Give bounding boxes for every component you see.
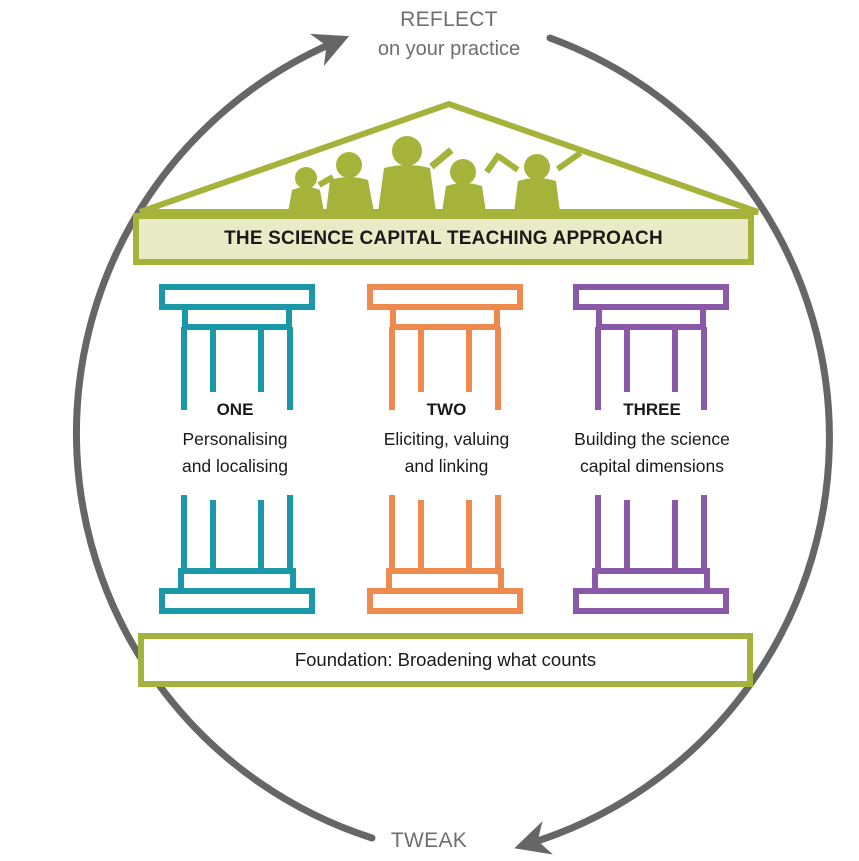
pillar-one	[159, 284, 315, 614]
right-arc-arrow	[514, 34, 833, 855]
roof	[133, 100, 759, 265]
roof-banner	[133, 213, 754, 265]
pillar-one-text: ONE Personalising and localising	[150, 400, 320, 480]
pillar-two-base-bottom	[367, 588, 523, 614]
foundation-label: Foundation: Broadening what counts	[294, 649, 597, 670]
roof-banner-title: THE SCIENCE CAPITAL TEACHING APPROACH	[224, 228, 663, 249]
reflect-title: REFLECT	[400, 8, 498, 31]
children-silhouette-icon	[288, 136, 583, 212]
pillar-two-capital-bottom	[390, 304, 500, 330]
pillar-three-number: THREE	[621, 400, 683, 420]
pillar-one-capital-bottom	[182, 304, 292, 330]
pillar-three	[573, 284, 729, 614]
pillar-three-base-bottom	[573, 588, 729, 614]
reflect-subtitle: on your practice	[377, 38, 521, 60]
pillars	[159, 284, 729, 614]
pillar-three-line1: Building the science	[549, 426, 755, 453]
pillar-one-line2: and localising	[150, 453, 320, 480]
tweak-title: TWEAK	[390, 829, 468, 852]
pillar-two-text: TWO Eliciting, valuing and linking	[359, 400, 534, 480]
pillar-one-base-bottom	[159, 588, 315, 614]
pillar-one-line1: Personalising	[150, 426, 320, 453]
pillar-two-line2: and linking	[359, 453, 534, 480]
pillar-two-number: TWO	[424, 400, 469, 420]
pillar-two	[367, 284, 523, 614]
pillar-one-number: ONE	[214, 400, 256, 420]
pillar-three-text: THREE Building the science capital dimen…	[549, 400, 755, 480]
left-arc-arrow	[72, 33, 376, 842]
pillar-three-capital-bottom	[596, 304, 706, 330]
pillar-two-line1: Eliciting, valuing	[359, 426, 534, 453]
foundation-box	[138, 633, 753, 687]
cycle-arrows	[72, 33, 833, 855]
pillar-three-line2: capital dimensions	[549, 453, 755, 480]
